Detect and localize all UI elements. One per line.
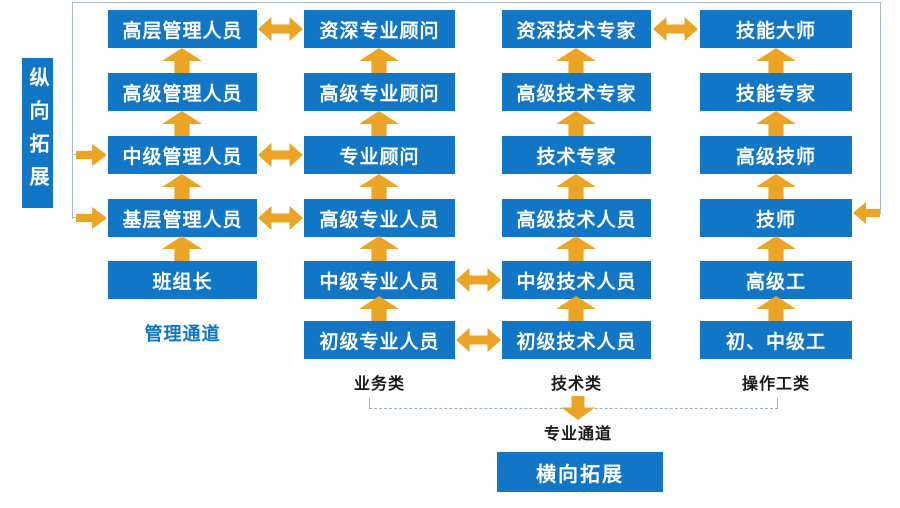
level-box-advanced-worker: 高级工 <box>700 261 852 299</box>
management-channel-label: 管理通道 <box>144 324 221 344</box>
up-arrow-icon <box>162 48 202 73</box>
up-arrow-icon <box>359 174 399 199</box>
level-box-middle-technician-staff: 中级技术人员 <box>502 261 651 299</box>
down-arrow-icon <box>561 396 595 420</box>
up-arrow-icon <box>756 236 796 261</box>
left-arrow-icon <box>853 202 880 224</box>
double-arrow-icon <box>258 17 303 41</box>
up-arrow-icon <box>556 296 596 321</box>
level-box-advanced-professional: 高级专业人员 <box>304 199 455 237</box>
up-arrow-icon <box>556 111 596 136</box>
level-box-advanced-consultant: 高级专业顾问 <box>304 73 455 111</box>
up-arrow-icon <box>556 174 596 199</box>
professional-bracket-tick <box>777 398 778 408</box>
level-box-junior-middle-worker: 初、中级工 <box>700 321 852 359</box>
level-box-consultant: 专业顾问 <box>304 136 455 174</box>
bracket-right-line <box>880 2 881 214</box>
right-arrow-icon <box>76 207 107 229</box>
right-arrow-icon <box>76 144 107 166</box>
double-arrow-icon <box>653 17 698 41</box>
technical-category-label: 技术类 <box>550 376 602 393</box>
level-box-advanced-technician-staff: 高级技术人员 <box>502 199 651 237</box>
level-box-advanced-expert: 高级技术专家 <box>502 73 651 111</box>
up-arrow-icon <box>359 48 399 73</box>
bracket-top-line <box>72 2 880 3</box>
level-box-team-leader: 班组长 <box>108 261 257 299</box>
up-arrow-icon <box>756 174 796 199</box>
level-box-junior-professional: 初级专业人员 <box>304 321 455 359</box>
level-box-advanced-management: 高级管理人员 <box>108 73 257 111</box>
up-arrow-icon <box>756 111 796 136</box>
double-arrow-icon <box>258 206 303 230</box>
level-box-technician: 技师 <box>700 199 852 237</box>
level-box-expert: 技术专家 <box>502 136 651 174</box>
professional-bracket-tick <box>369 398 370 408</box>
up-arrow-icon <box>359 296 399 321</box>
double-arrow-icon <box>258 143 303 167</box>
horizontal-expansion-banner: 横向拓展 <box>497 452 663 492</box>
operations-category-label: 操作工类 <box>741 376 810 393</box>
vertical-expansion-banner: 纵向拓展 <box>22 58 53 208</box>
level-box-senior-expert: 资深技术专家 <box>502 10 651 48</box>
double-arrow-icon <box>456 328 501 352</box>
level-box-skill-expert: 技能专家 <box>700 73 852 111</box>
up-arrow-icon <box>359 111 399 136</box>
level-box-senior-consultant: 资深专业顾问 <box>304 10 455 48</box>
up-arrow-icon <box>359 236 399 261</box>
up-arrow-icon <box>162 111 202 136</box>
level-box-middle-management: 中级管理人员 <box>108 136 257 174</box>
up-arrow-icon <box>756 296 796 321</box>
up-arrow-icon <box>162 236 202 261</box>
up-arrow-icon <box>556 48 596 73</box>
business-category-label: 业务类 <box>353 376 405 393</box>
professional-channel-label: 专业通道 <box>543 426 612 443</box>
bracket-left-line <box>72 2 73 219</box>
level-box-middle-professional: 中级专业人员 <box>304 261 455 299</box>
up-arrow-icon <box>556 236 596 261</box>
level-box-grassroots-management: 基层管理人员 <box>108 199 257 237</box>
level-box-senior-management: 高层管理人员 <box>108 10 257 48</box>
up-arrow-icon <box>756 48 796 73</box>
level-box-junior-technician-staff: 初级技术人员 <box>502 321 651 359</box>
level-box-skill-master: 技能大师 <box>700 10 852 48</box>
level-box-advanced-technician: 高级技师 <box>700 136 852 174</box>
double-arrow-icon <box>456 268 501 292</box>
up-arrow-icon <box>162 174 202 199</box>
